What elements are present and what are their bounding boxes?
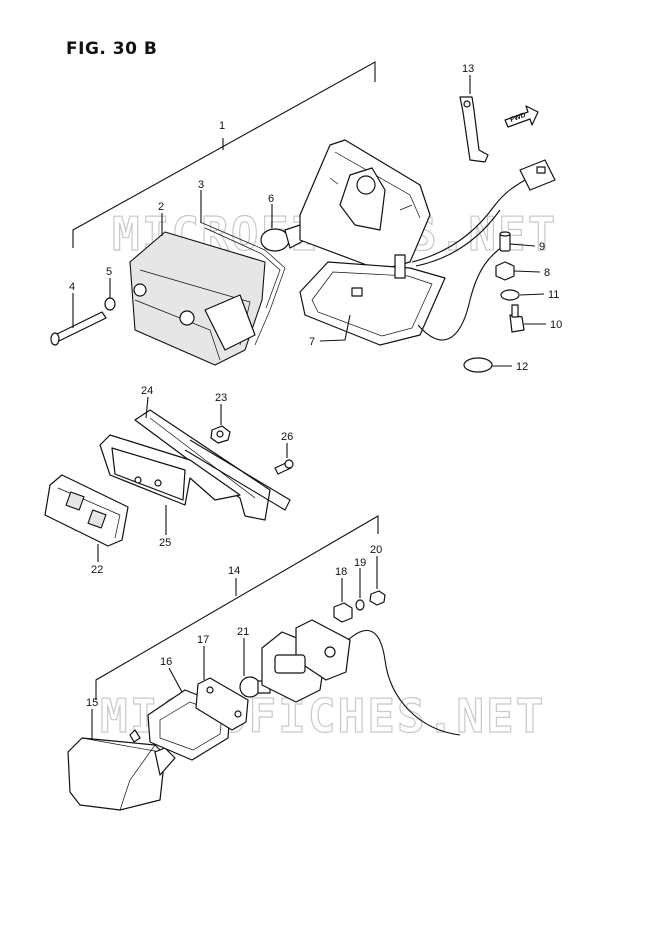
gasket-plate-17	[195, 677, 249, 731]
callout-12: 12	[516, 361, 528, 373]
callout-23: 23	[215, 392, 227, 404]
leader-lines-group-14	[91, 556, 378, 740]
callout-6: 6	[268, 193, 274, 205]
callout-10: 10	[550, 319, 562, 331]
callout-16: 16	[160, 656, 172, 668]
callout-17: 17	[197, 634, 209, 646]
wire-harness	[411, 159, 556, 341]
callout-2: 2	[158, 201, 164, 213]
callout-labels: 1 2 3 4 5 6 7 8 9 10 11 12 13 14 15 16 1…	[69, 63, 562, 709]
lamp-socket	[261, 619, 351, 703]
wire-clamp-13	[459, 96, 489, 163]
callout-14: 14	[228, 565, 240, 577]
tail-lamp-lens	[129, 231, 266, 366]
stud-9	[499, 231, 511, 252]
callout-20: 20	[370, 544, 382, 556]
license-lamp-cover-15	[67, 729, 176, 811]
callout-1: 1	[219, 120, 225, 132]
reflector-22	[44, 474, 129, 547]
lens-gasket-inner	[204, 227, 281, 309]
callout-26: 26	[281, 431, 293, 443]
nut-23	[210, 425, 231, 444]
callout-19: 19	[354, 557, 366, 569]
lamp-base-plate	[299, 254, 446, 346]
group-bracket-1	[72, 61, 376, 248]
washer-5	[104, 297, 116, 311]
figure-title: FIG. 30 B	[66, 39, 158, 59]
lens-gasket	[199, 221, 286, 346]
bracket-strap	[184, 439, 291, 511]
callout-22: 22	[91, 564, 103, 576]
callout-7: 7	[309, 336, 315, 348]
callout-9: 9	[539, 241, 545, 253]
callout-11: 11	[548, 289, 559, 301]
lamp-housing	[299, 139, 431, 271]
bolt-10	[509, 304, 525, 333]
callout-24: 24	[141, 385, 153, 397]
washer-11	[500, 289, 520, 301]
lens-screw	[50, 311, 107, 346]
callout-4: 4	[69, 281, 75, 293]
grommet-12	[463, 357, 493, 373]
callout-18: 18	[335, 566, 347, 578]
callout-8: 8	[544, 267, 550, 279]
callout-3: 3	[198, 179, 204, 191]
leader-lines-group-1	[72, 75, 546, 367]
washer-19	[355, 599, 365, 611]
nut-18	[333, 602, 353, 623]
callout-15: 15	[86, 697, 98, 709]
group-bracket-14	[95, 515, 379, 700]
screw-26	[274, 459, 294, 475]
reflector-mount-25	[99, 434, 241, 506]
forward-arrow-icon: FWD	[504, 105, 539, 128]
callout-25: 25	[159, 537, 171, 549]
leader-lines-group-2	[97, 396, 288, 562]
nut-8	[495, 261, 515, 281]
callout-13: 13	[462, 63, 474, 75]
callout-5: 5	[106, 266, 112, 278]
callout-21: 21	[237, 626, 249, 638]
nut-20	[369, 590, 386, 606]
socket-wire	[347, 630, 461, 736]
